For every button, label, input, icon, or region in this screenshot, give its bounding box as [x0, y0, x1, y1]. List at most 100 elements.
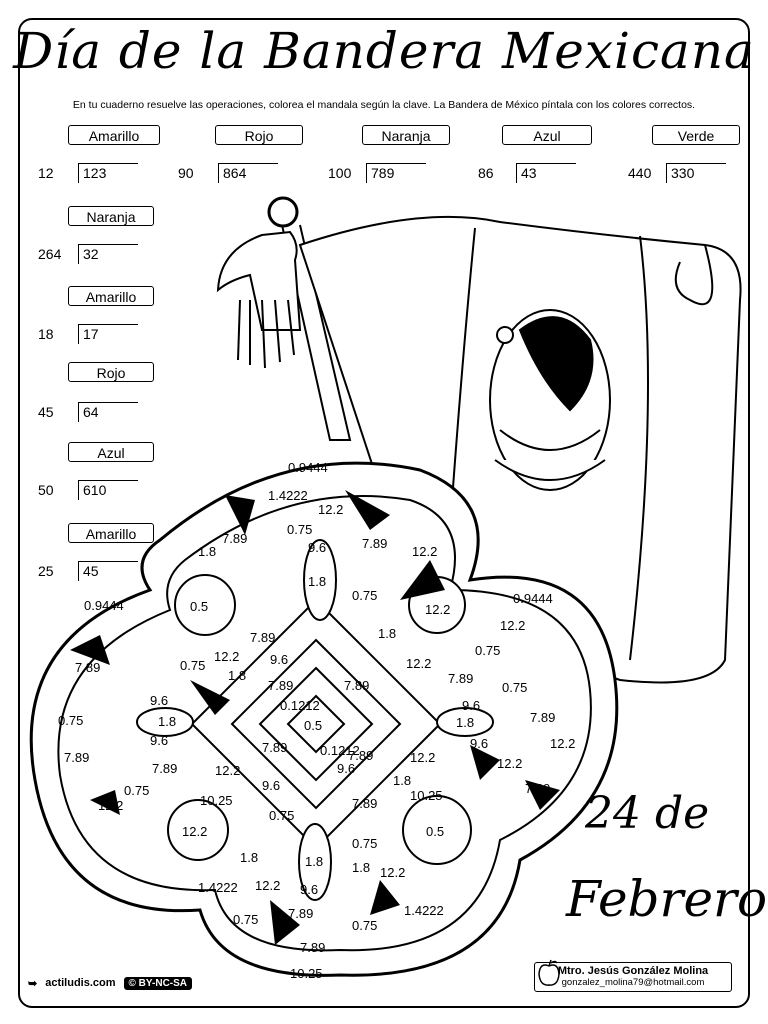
mandala-label: 0.5 — [190, 599, 208, 614]
mandala-label: 7.89 — [288, 906, 313, 921]
mandala-label: 1.8 — [240, 850, 258, 865]
divisor: 90 — [178, 165, 194, 181]
mandala-label: 9.6 — [150, 693, 168, 708]
mandala-label: 1.8 — [228, 668, 246, 683]
mandala-label: 0.1212 — [320, 743, 360, 758]
divisor: 12 — [38, 165, 54, 181]
mandala-label: 1.8 — [158, 714, 176, 729]
mandala-label: 0.75 — [58, 713, 83, 728]
actiludis-logo-icon: ➥ — [28, 977, 38, 990]
divisor: 86 — [478, 165, 494, 181]
mandala-label: 9.6 — [150, 733, 168, 748]
mandala-label: 0.9444 — [288, 460, 328, 475]
mandala-label: 1.4222 — [404, 903, 444, 918]
color-key-amarillo: Amarillo — [68, 125, 160, 145]
mandala-label: 0.75 — [352, 918, 377, 933]
color-key-naranja: Naranja — [68, 206, 154, 226]
mandala-label: 7.89 — [268, 678, 293, 693]
author-name: Mtro. Jesús González Molina — [557, 965, 709, 977]
mandala-label: 7.89 — [530, 710, 555, 725]
mandala-label: 7.89 — [344, 678, 369, 693]
mandala-label: 7.89 — [262, 740, 287, 755]
mandala-label: 0.75 — [233, 912, 258, 927]
worksheet-border — [18, 18, 750, 1008]
mandala-label: 0.75 — [287, 522, 312, 537]
mandala-label: 9.6 — [300, 882, 318, 897]
mandala-label: 12.2 — [182, 824, 207, 839]
mandala-label: 12.2 — [550, 736, 575, 751]
dividend: 17 — [78, 324, 138, 344]
mandala-label: 7.89 — [152, 761, 177, 776]
mandala-label: 12.2 — [380, 865, 405, 880]
flagpole-finial-icon — [267, 196, 299, 228]
mandala-label: 7.89 — [222, 531, 247, 546]
date-month: Febrero — [566, 870, 768, 928]
color-key-azul: Azul — [502, 125, 592, 145]
divisor: 50 — [38, 482, 54, 498]
cc-icon: © — [128, 977, 136, 989]
mandala-label: 12.2 — [497, 756, 522, 771]
color-key-rojo: Rojo — [215, 125, 303, 145]
mandala-label: 9.6 — [308, 540, 326, 555]
mandala-label: 12.2 — [410, 750, 435, 765]
dividend: 123 — [78, 163, 138, 183]
instructions: En tu cuaderno resuelve las operaciones,… — [72, 99, 696, 111]
dividend: 864 — [218, 163, 278, 183]
mandala-label: 1.8 — [305, 854, 323, 869]
mandala-label: 12.2 — [412, 544, 437, 559]
divisor: 100 — [328, 165, 352, 181]
mandala-label: 7.89 — [348, 748, 373, 763]
divisor: 45 — [38, 404, 54, 420]
mandala-label: 9.6 — [270, 652, 288, 667]
mandala-label: 7.89 — [362, 536, 387, 551]
mandala-label: 1.8 — [393, 773, 411, 788]
mandala-label: 12.2 — [98, 798, 123, 813]
color-key-amarillo: Amarillo — [68, 523, 154, 543]
mandala-label: 1.8 — [352, 860, 370, 875]
divisor: 264 — [38, 246, 62, 262]
color-key-verde: Verde — [652, 125, 740, 145]
mandala-label: 0.75 — [502, 680, 527, 695]
color-key-rojo: Rojo — [68, 362, 154, 382]
mandala-label: 12.2 — [500, 618, 525, 633]
mandala-label: 1.4222 — [268, 488, 308, 503]
dividend: 789 — [366, 163, 426, 183]
divisor: 25 — [38, 563, 54, 579]
mandala-label: 0.5 — [304, 718, 322, 733]
license-badge: © BY-NC-SA — [123, 976, 193, 990]
mandala-label: 7.89 — [352, 796, 377, 811]
mandala-label: 9.6 — [470, 736, 488, 751]
mandala-label: 0.75 — [475, 643, 500, 658]
mandala-label: 0.9444 — [84, 598, 124, 613]
mandala-label: 7.89 — [250, 630, 275, 645]
mandala-label: 0.75 — [180, 658, 205, 673]
mandala-label: 1.8 — [456, 715, 474, 730]
color-key-azul: Azul — [68, 442, 154, 462]
dividend: 330 — [666, 163, 726, 183]
mandala-label: 0.1212 — [280, 698, 320, 713]
divisor: 440 — [628, 165, 652, 181]
mandala-label: 7.89 — [300, 940, 325, 955]
mandala-label: 1.4222 — [198, 880, 238, 895]
mandala-label: 0.75 — [352, 588, 377, 603]
mandala-label: 0.5 — [426, 824, 444, 839]
mandala-label: 12.2 — [406, 656, 431, 671]
mandala-label: 9.6 — [462, 698, 480, 713]
page-title: Día de la Bandera Mexicana — [13, 22, 755, 80]
mandala-label: 10.25 — [290, 966, 323, 981]
author-email: gonzalez_molina79@hotmail.com — [561, 977, 705, 988]
mandala-label: 7.89 — [525, 781, 550, 796]
mandala-label: 0.75 — [352, 836, 377, 851]
mandala-label: 12.2 — [255, 878, 280, 893]
mandala-label: 12.2 — [318, 502, 343, 517]
mandala-black-segments — [70, 490, 560, 945]
mandala-label: 7.89 — [448, 671, 473, 686]
mandala-label: 7.89 — [64, 750, 89, 765]
mandala — [29, 461, 619, 977]
mandala-label: 1.8 — [378, 626, 396, 641]
site-label: actiludis.com — [45, 977, 116, 989]
mandala-label: 0.75 — [124, 783, 149, 798]
dividend: 64 — [78, 402, 138, 422]
coat-of-arms-icon — [489, 309, 611, 491]
